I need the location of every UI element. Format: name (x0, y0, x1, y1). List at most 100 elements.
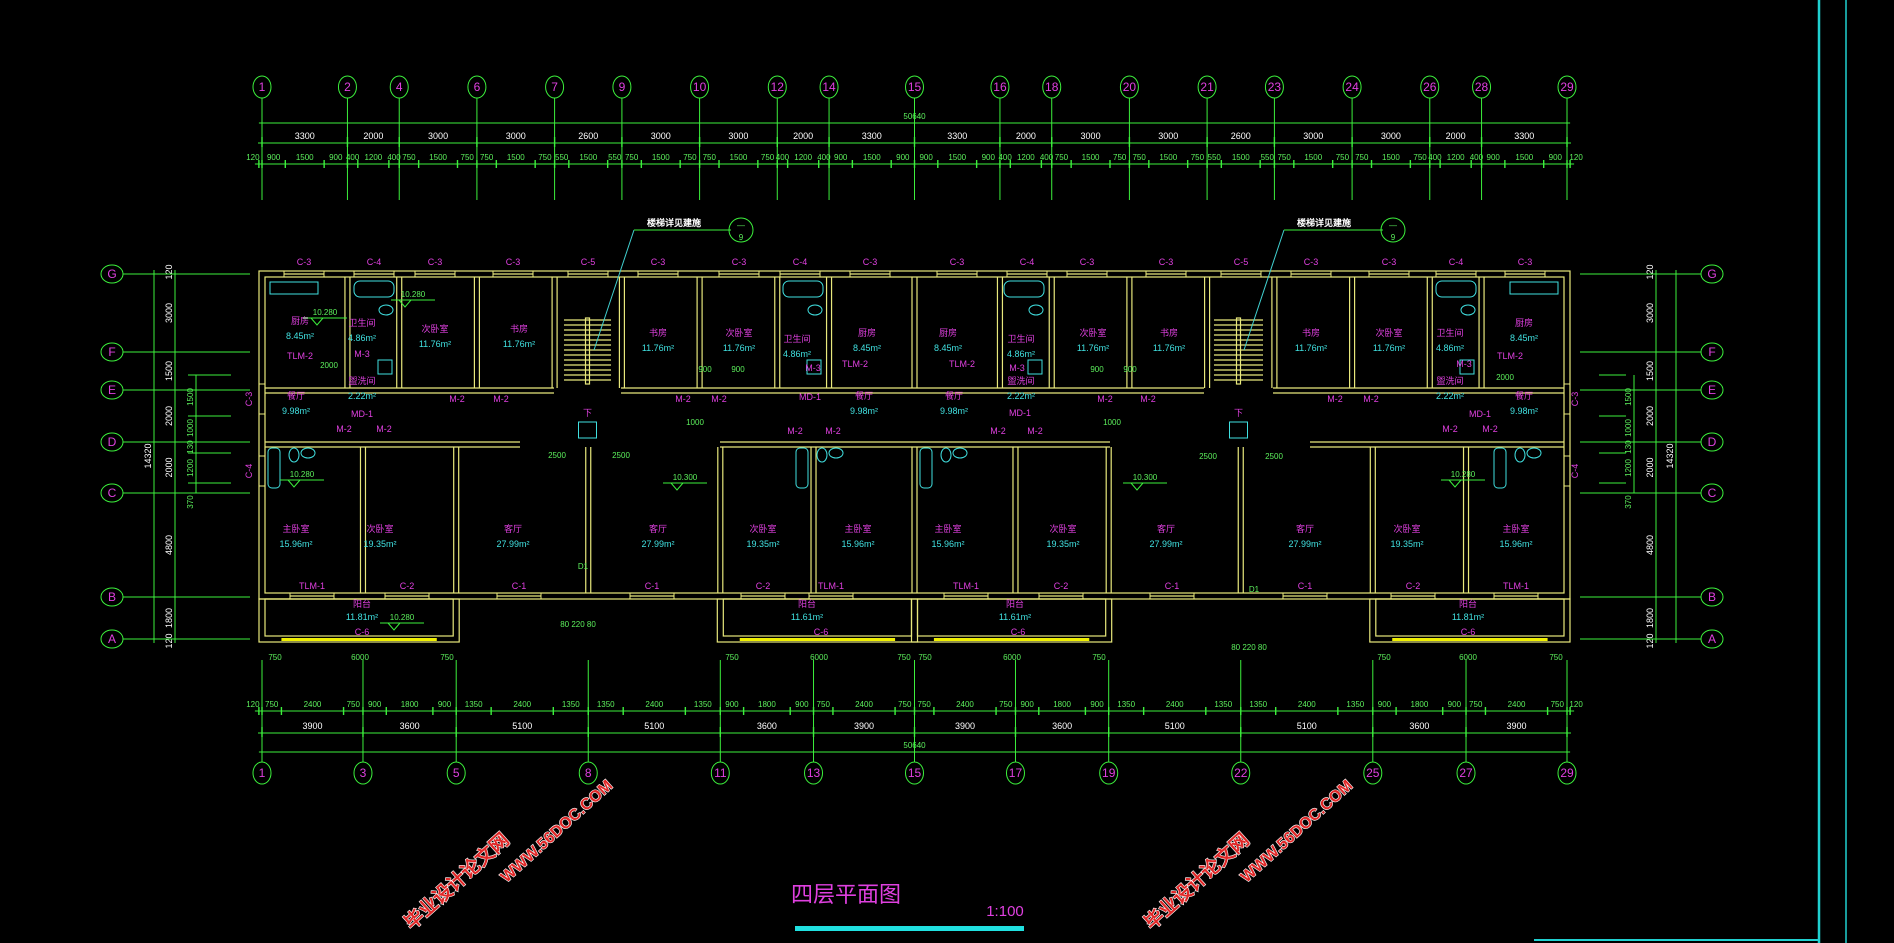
right-row-dimension: 1800 (1645, 608, 1655, 628)
balcony-wall-inner (916, 598, 1107, 637)
elevation-marker: 10.300 (663, 473, 707, 491)
elevation-value: 10.300 (1133, 473, 1158, 482)
grid-axis-label: 12 (771, 80, 785, 94)
window-top: C-3 (414, 257, 456, 278)
door-label: M-2 (675, 394, 691, 404)
grid-axis-label: 4 (396, 80, 403, 94)
stair-handrail (584, 317, 591, 385)
detail-dimension-top-value: 750 (1191, 153, 1205, 162)
left-detail-dimension: 1500 (186, 388, 195, 406)
elevation-marker: 10.280 (380, 613, 424, 631)
toilet-icon (288, 447, 300, 463)
detail-dimension-bottom-value: 750 (817, 700, 831, 709)
window-label: C-3 (863, 257, 878, 267)
detail-dimension-top-value: 750 (402, 153, 416, 162)
balcony-window-label: C-6 (814, 627, 829, 637)
window-label: C-2 (1054, 581, 1069, 591)
detail-dimension-bottom-value: 2400 (1166, 700, 1184, 709)
window-bottom: C-2 (740, 581, 786, 600)
room-area: 11.76m² (1077, 343, 1109, 353)
detail-dimension-bottom-value: 750 (1469, 700, 1483, 709)
detail-dimension-top-value: 1500 (1082, 153, 1100, 162)
grid-axis-label: 9 (619, 80, 626, 94)
detail-dimension-bottom-value: 2400 (1298, 700, 1316, 709)
detail-dimension-top-value: 1500 (863, 153, 881, 162)
detail-dimension-bottom-value: 1800 (401, 700, 419, 709)
grid-row-label: E (1708, 383, 1716, 397)
elevation-marker: 10.280 (391, 290, 435, 308)
grid-row-bubble (1700, 629, 1724, 649)
bathtub-icon (919, 447, 933, 489)
door-label: TLM-2 (1497, 351, 1523, 361)
window-label: C-1 (645, 581, 660, 591)
door-label: M-2 (825, 426, 841, 436)
window-bottom: C-1 (496, 581, 542, 600)
room-area: 19.35m² (1390, 539, 1423, 549)
detail-dimension-bottom-value: 1350 (1214, 700, 1232, 709)
detail-dimension-top-value: 550 (1208, 153, 1222, 162)
detail-dimension-top-value: 900 (834, 153, 848, 162)
room-name: 卫生间 (348, 317, 375, 328)
watermark-url: WWW.56DOC.COM (498, 777, 616, 886)
left-row-dimension: 4800 (164, 535, 174, 555)
balcony-wall-inner (264, 598, 454, 637)
room-area: 9.98m² (282, 406, 310, 416)
left-row-dimension: 3000 (164, 303, 174, 323)
left-detail-dimension: 370 (186, 495, 195, 509)
window-label: C-1 (1298, 581, 1313, 591)
callout-leader (593, 229, 635, 351)
door-label: TLM-2 (949, 359, 975, 369)
room-area: 27.99m² (1288, 539, 1321, 549)
grid-row-bubble (100, 432, 124, 452)
watermark-cn: 毕业设计论文网 (400, 828, 514, 934)
washbasin-icon (1526, 447, 1542, 459)
balcony-window-label: C-6 (355, 627, 370, 637)
room-area: 2.22m² (1007, 391, 1035, 401)
door-label: M-2 (493, 394, 509, 404)
exterior-wall-inner (264, 276, 1565, 594)
elevation-triangle-icon (1130, 482, 1144, 491)
window-top: C-3 (1290, 257, 1332, 278)
grid-axis-label: 21 (1200, 80, 1214, 94)
room-name: 卫生间 (1007, 333, 1034, 344)
window-top: C-3 (283, 257, 325, 278)
room-area: 4.86m² (783, 349, 811, 359)
window-label: C-4 (367, 257, 382, 267)
door-label: TLM-2 (842, 359, 868, 369)
grid-axis-bubble (1363, 761, 1383, 785)
room-name: 卫生间 (1436, 327, 1463, 338)
detail-dimension-bottom-value: 1350 (465, 700, 483, 709)
grid-axis-bubble (767, 75, 787, 99)
window-label: C-3 (1159, 257, 1174, 267)
window-top: C-3 (849, 257, 891, 278)
door-label: M-3 (1456, 359, 1472, 369)
bay-dimension-top-value: 3000 (428, 131, 448, 141)
window-label: C-1 (1165, 581, 1180, 591)
room-area: 9.98m² (940, 406, 968, 416)
grid-axis-label: 23 (1268, 80, 1282, 94)
grid-row-label: E (108, 383, 116, 397)
room-area: 27.99m² (496, 539, 529, 549)
detail-dimension-bottom-value: 2400 (855, 700, 873, 709)
bay-dimension-top-value: 3300 (295, 131, 315, 141)
window-label: TLM-1 (818, 581, 844, 591)
grid-row-label: B (108, 590, 116, 604)
room-name: 客厅 (1157, 523, 1175, 534)
detail-dimension-top-value: 400 (387, 153, 401, 162)
staircase (1214, 317, 1263, 439)
washbasin-icon (952, 447, 968, 459)
balcony-window-c6 (1392, 638, 1548, 641)
inner-dimension: 750 (1092, 653, 1106, 662)
grid-row-bubble (100, 380, 124, 400)
door-label: M-2 (1097, 394, 1113, 404)
stair-landing-box (1229, 421, 1248, 439)
inner-dimension: 2500 (1199, 452, 1217, 461)
window-label: C-3 (950, 257, 965, 267)
left-detail-dimension: 130 (186, 440, 195, 454)
right-row-dimension: 2000 (1645, 457, 1655, 477)
